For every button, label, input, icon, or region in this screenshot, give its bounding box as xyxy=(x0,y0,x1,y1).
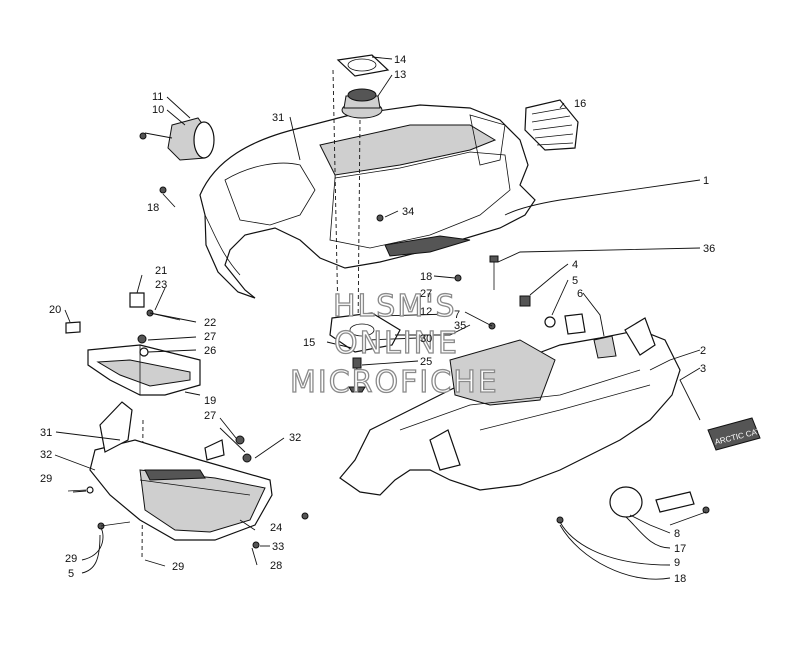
reflector xyxy=(609,486,643,518)
callout-35: 35 xyxy=(454,320,466,332)
belly-pan-left xyxy=(89,401,273,541)
callout-17: 17 xyxy=(674,543,686,555)
callout-10: 10 xyxy=(152,104,164,116)
watermark-line-3: MICROFICHE xyxy=(290,365,499,400)
center-bracket xyxy=(329,312,401,393)
callout-2: 2 xyxy=(700,345,706,357)
callout-16: 16 xyxy=(574,98,586,110)
callout-6: 6 xyxy=(577,288,583,300)
callout-27c: 27 xyxy=(204,410,216,422)
callout-36: 36 xyxy=(703,243,715,255)
callout-1: 1 xyxy=(703,175,709,187)
nose-cone-lower xyxy=(339,317,681,496)
callout-27b: 27 xyxy=(204,331,216,343)
callout-19: 19 xyxy=(204,395,216,407)
callout-29c: 29 xyxy=(172,561,184,573)
callout-14: 14 xyxy=(394,54,406,66)
vent-grille xyxy=(524,99,579,151)
leader-lines xyxy=(54,56,707,580)
callout-32a: 32 xyxy=(289,432,301,444)
callout-30: 30 xyxy=(420,333,432,345)
callout-12: 12 xyxy=(420,306,432,318)
callout-21: 21 xyxy=(155,265,167,277)
small-bracket-right xyxy=(129,292,145,308)
watermark-line-2: ONLINE xyxy=(334,326,459,361)
callout-13: 13 xyxy=(394,69,406,81)
callout-18c: 18 xyxy=(674,573,686,585)
callout-23: 23 xyxy=(155,279,167,291)
callout-15: 15 xyxy=(303,337,315,349)
callout-20: 20 xyxy=(49,304,61,316)
callout-5a: 5 xyxy=(572,275,578,287)
callout-31a: 31 xyxy=(272,112,284,124)
arctic-cat-emblem: ARCTIC CAT xyxy=(707,417,762,451)
clip-plate xyxy=(204,439,225,461)
watermark-line-1: HLSM'S xyxy=(333,289,457,324)
callout-7: 7 xyxy=(454,309,460,321)
callout-26: 26 xyxy=(204,345,216,357)
callout-9: 9 xyxy=(674,557,680,569)
callout-29b: 29 xyxy=(65,553,77,565)
callout-32b: 32 xyxy=(40,449,52,461)
callout-5b: 5 xyxy=(68,568,74,580)
callout-27a: 27 xyxy=(420,288,432,300)
small-bracket-left xyxy=(65,321,81,334)
callout-11: 11 xyxy=(152,91,163,103)
callout-33: 33 xyxy=(272,541,284,553)
bumper-handle xyxy=(87,344,201,396)
rubber-boot xyxy=(341,88,383,119)
bolt xyxy=(489,255,499,290)
callout-24: 24 xyxy=(270,522,282,534)
watermark: HLSM'S ONLINE MICROFICHE xyxy=(289,288,499,400)
callout-31b: 31 xyxy=(40,427,52,439)
callout-labels: 14 13 16 11 10 31 1 18 34 36 18 4 5 6 27… xyxy=(40,54,715,585)
hood-upper-panel xyxy=(199,104,536,299)
callout-25: 25 xyxy=(420,356,432,368)
callout-8: 8 xyxy=(674,528,680,540)
callout-18b: 18 xyxy=(420,271,432,283)
callout-22: 22 xyxy=(204,317,216,329)
callout-3: 3 xyxy=(700,363,706,375)
callout-4: 4 xyxy=(572,259,578,271)
name-plate xyxy=(655,491,695,513)
callout-29a: 29 xyxy=(40,473,52,485)
headlight-housing xyxy=(144,117,215,161)
callout-34: 34 xyxy=(402,206,414,218)
callout-28: 28 xyxy=(270,560,282,572)
callout-18a: 18 xyxy=(147,202,159,214)
gasket-ring xyxy=(336,54,390,77)
